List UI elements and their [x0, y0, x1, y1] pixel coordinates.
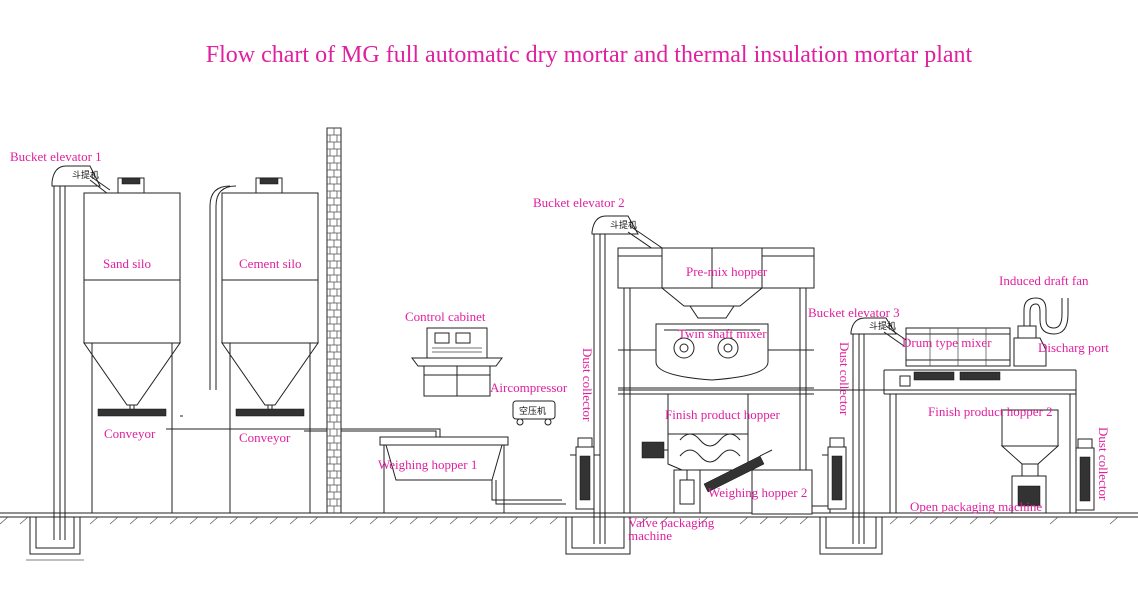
elevator-1-pit	[26, 517, 84, 561]
label-bucket-elevator-3: Bucket elevator 3	[808, 305, 900, 320]
label-bucket-elevator-1: Bucket elevator 1	[10, 149, 102, 164]
label-dust-collector-1: Dust collector	[580, 348, 595, 422]
cement-silo	[209, 177, 319, 513]
twin-shaft-mixer	[655, 323, 769, 381]
label-twin-shaft-mixer: Twin shaft mixer	[678, 326, 767, 341]
aircompressor-stamp: 空压机	[519, 405, 546, 417]
elevator-3-pit	[819, 517, 883, 555]
sand-silo	[83, 177, 183, 513]
label-conveyor-2: Conveyor	[239, 430, 291, 445]
brick-chimney	[326, 127, 342, 514]
screw-conveyor-2	[703, 449, 773, 493]
label-valve-packaging-line2: machine	[628, 528, 672, 543]
bucket-elevator-1: 斗提机	[51, 165, 111, 540]
ground	[0, 512, 1138, 525]
elevator-2-pit	[565, 517, 631, 555]
air-compressor: 空压机	[512, 400, 556, 426]
label-weighing-hopper-1: Weighing hopper 1	[378, 457, 477, 472]
label-valve-packaging-line1: Valve packaging	[628, 515, 715, 530]
dust-collector-3	[1075, 438, 1095, 511]
label-control-cabinet: Control cabinet	[405, 309, 486, 324]
weighing-hopper-1	[379, 436, 566, 513]
label-bucket-elevator-2: Bucket elevator 2	[533, 195, 625, 210]
drum-type-mixer	[899, 327, 1011, 387]
label-dust-collector-3: Dust collector	[1096, 427, 1111, 501]
conveyor-lines	[166, 428, 441, 437]
label-sand-silo: Sand silo	[103, 256, 151, 271]
induced-draft-fan	[1013, 297, 1069, 367]
label-induced-draft-fan: Induced draft fan	[999, 273, 1089, 288]
label-pre-mix-hopper: Pre-mix hopper	[686, 264, 768, 279]
label-discharge-port: Discharg port	[1038, 340, 1109, 355]
finish-product-hopper	[641, 393, 749, 471]
label-finish-product-hopper-2: Finish product hopper 2	[928, 404, 1053, 419]
control-cabinet	[411, 327, 503, 397]
valve-packaging-machine	[673, 469, 701, 514]
dust-collector-1	[570, 437, 600, 510]
elevator-3-stamp: 斗提机	[869, 320, 896, 332]
pre-mix-hopper	[660, 247, 764, 319]
label-conveyor-1: Conveyor	[104, 426, 156, 441]
label-finish-product-hopper: Finish product hopper	[665, 407, 780, 422]
bucket-elevator-3: 斗提机	[850, 317, 907, 544]
diagram-title: Flow chart of MG full automatic dry mort…	[206, 42, 973, 68]
label-aircompressor: Aircompressor	[490, 380, 568, 395]
label-cement-silo: Cement silo	[239, 256, 301, 271]
label-weighing-hopper-2: Weighing hopper 2	[708, 485, 807, 500]
weighing-hopper-2	[751, 469, 831, 515]
elevator-2-stamp: 斗提机	[610, 219, 637, 231]
finish-product-hopper-2	[1000, 409, 1060, 514]
dust-collector-2	[822, 437, 847, 510]
label-drum-type-mixer: Drum type mixer	[902, 335, 992, 350]
label-open-packaging-machine: Open packaging machine	[910, 499, 1042, 514]
label-dust-collector-2: Dust collector	[837, 342, 852, 416]
bucket-elevator-2: 斗提机	[591, 215, 669, 544]
